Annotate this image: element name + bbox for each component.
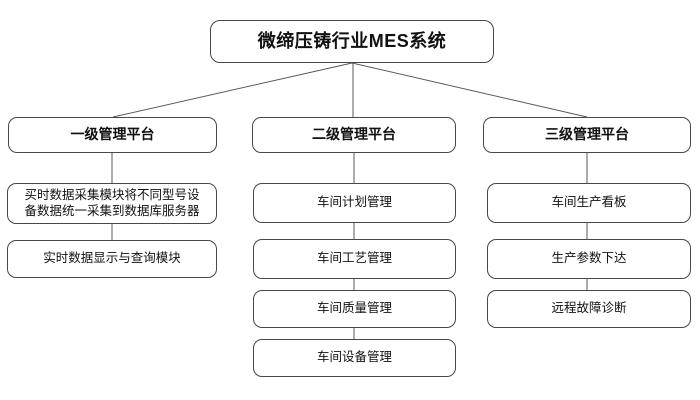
platform-node-level-3: 三级管理平台 bbox=[483, 117, 691, 153]
leaf-node-production-parameter-dispatch: 生产参数下达 bbox=[487, 239, 691, 279]
leaf-node-workshop-equipment-management: 车间设备管理 bbox=[253, 339, 456, 377]
leaf-node-workshop-process-management: 车间工艺管理 bbox=[253, 239, 456, 279]
platform-node-level-1: 一级管理平台 bbox=[8, 117, 217, 153]
leaf-node-realtime-display-query-module: 实时数据显示与查询模块 bbox=[7, 240, 217, 278]
leaf-node-workshop-quality-management: 车间质量管理 bbox=[253, 290, 456, 328]
connector-root-to-platform-3 bbox=[351, 62, 588, 118]
leaf-node-workshop-production-kanban: 车间生产看板 bbox=[487, 183, 691, 223]
root-node-mes-system-title: 微缔压铸行业MES系统 bbox=[210, 20, 494, 63]
leaf-node-data-collection-module: 买时数据采集模块将不同型号设 备数据统一采集到数据库服务器 bbox=[7, 183, 217, 224]
leaf-node-remote-fault-diagnosis: 远程故障诊断 bbox=[487, 290, 691, 328]
leaf-node-workshop-plan-management: 车间计划管理 bbox=[253, 183, 456, 223]
platform-node-level-2: 二级管理平台 bbox=[252, 117, 456, 153]
connector-root-to-platform-1 bbox=[112, 62, 353, 118]
